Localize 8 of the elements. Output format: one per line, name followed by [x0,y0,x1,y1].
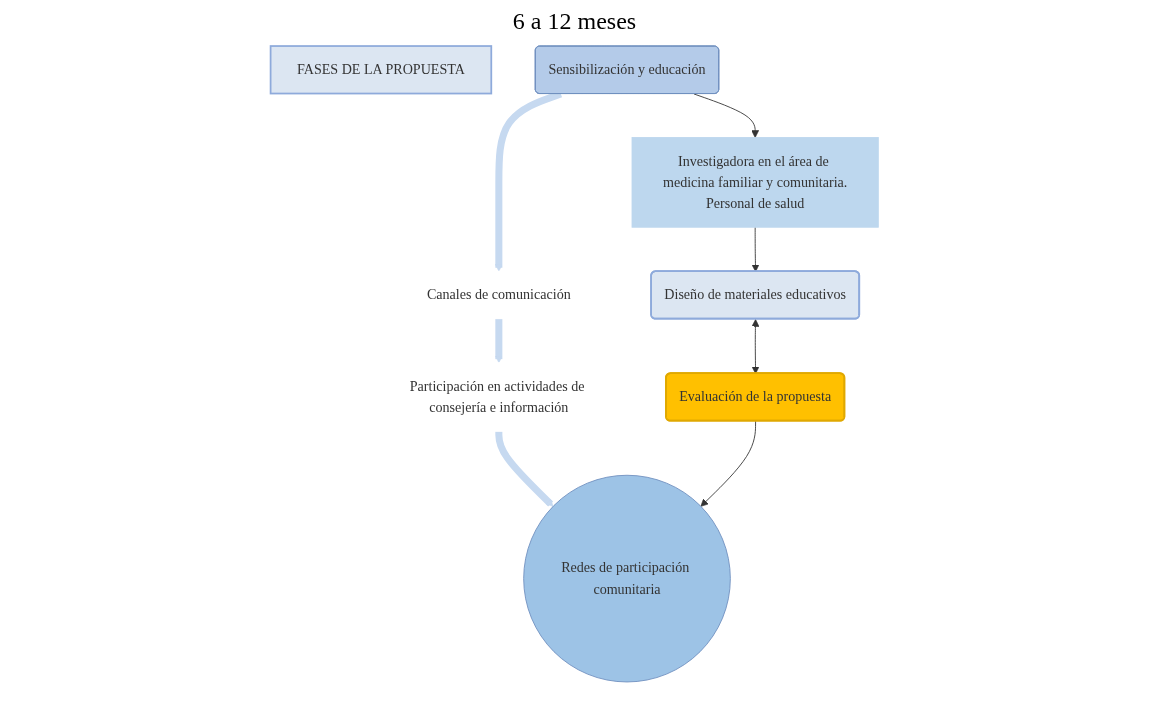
node-text: Canales de comunicación [426,287,571,302]
node-box: Investigadora en el área de medicina familiar y comunitaria. Personal de salud [631,137,879,228]
node-circle: Redes de participación comunitaria [523,474,731,683]
arrow [495,431,554,507]
diagram-title: 6 a 12 meses [511,8,638,35]
node-text: Participación en actividades de consejería e información [409,378,585,415]
node-box: FASES DE LA PROPUESTA [269,45,493,95]
arrow [495,318,503,364]
